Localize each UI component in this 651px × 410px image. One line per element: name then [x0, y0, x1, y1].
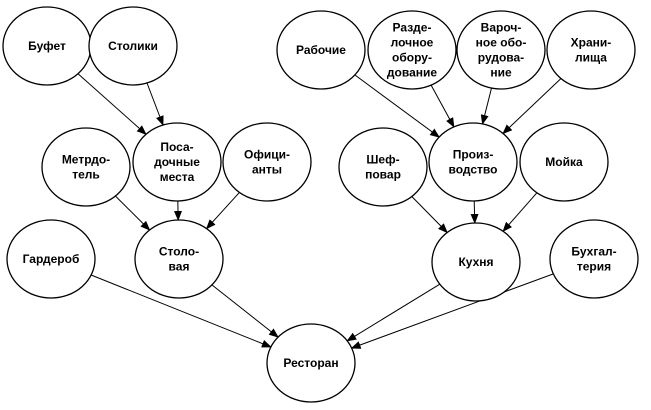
edge-oficianty-to-stolovaya: [205, 192, 240, 230]
node-label-posadochnye-2: места: [160, 170, 195, 184]
node-rabochie: Рабочие: [276, 10, 366, 90]
edge-kuhnya-to-restoran: [346, 283, 441, 342]
node-ellipse-varochnoe: [456, 10, 546, 90]
node-ellipse-moika: [519, 122, 609, 202]
node-label-buhgalteriya-1: терия: [577, 260, 611, 274]
node-kuhnya: Кухня: [431, 222, 521, 302]
edge-stolovaya-to-restoran: [211, 284, 279, 338]
edge-stoliki-to-posadochnye: [146, 82, 164, 126]
node-label-oficianty-1: анты: [252, 163, 282, 177]
node-varochnoe: Вароч-ное обо-рудова-ние: [456, 10, 546, 90]
edge-shefpovar-to-kuhnya: [411, 196, 448, 234]
node-label-proizvodstvo-0: Произ-: [453, 148, 494, 162]
node-ellipse-shefpovar: [338, 127, 428, 207]
node-label-hranilishcha-1: лища: [575, 51, 607, 65]
edge-garderob-to-restoran: [90, 274, 272, 348]
edges-layer: [77, 73, 562, 349]
node-ellipse-oficianty: [222, 122, 312, 202]
node-label-stolovaya-1: вая: [169, 260, 190, 274]
node-label-varochnoe-0: Вароч-: [481, 21, 522, 35]
node-bufet: Буфет: [2, 6, 92, 86]
node-shefpovar: Шеф-повар: [338, 127, 428, 207]
node-moika: Мойка: [519, 122, 609, 202]
node-label-garderob-0: Гардероб: [23, 252, 80, 266]
node-label-varochnoe-1: ное обо-: [476, 36, 527, 50]
node-ellipse-stolovaya: [134, 219, 224, 299]
node-label-hranilishcha-0: Храни-: [571, 36, 612, 50]
node-ellipse-rabochie: [276, 10, 366, 90]
node-stoliki: Столики: [88, 6, 178, 86]
node-ellipse-posadochnye: [132, 122, 222, 202]
node-label-bufet-0: Буфет: [28, 39, 66, 53]
node-label-metrdotel-0: Метрдо-: [62, 153, 110, 167]
node-garderob: Гардероб: [6, 219, 96, 299]
node-label-razdelochnoe-2: обору-: [392, 51, 432, 65]
edge-hranilishcha-to-proizvodstvo: [502, 78, 562, 135]
edge-razdelochnoe-to-proizvodstvo: [430, 84, 455, 128]
node-ellipse-metrdotel: [41, 127, 131, 207]
node-label-moika-0: Мойка: [545, 155, 583, 169]
node-label-razdelochnoe-3: дование: [387, 66, 437, 80]
node-label-restoran-0: Ресторан: [283, 356, 338, 370]
node-restoran: Ресторан: [266, 323, 356, 403]
node-ellipse-garderob: [6, 219, 96, 299]
node-ellipse-restoran: [266, 323, 356, 403]
node-label-posadochnye-0: Поса-: [160, 140, 193, 154]
node-buhgalteriya: Бухгал-терия: [549, 219, 639, 299]
node-ellipse-hranilishcha: [546, 10, 636, 90]
node-label-shefpovar-0: Шеф-: [366, 153, 399, 167]
node-hranilishcha: Храни-лища: [546, 10, 636, 90]
node-stolovaya: Столо-вая: [134, 219, 224, 299]
edge-bufet-to-posadochnye: [77, 73, 147, 135]
node-label-oficianty-0: Офици-: [244, 148, 290, 162]
node-label-proizvodstvo-1: водство: [449, 163, 498, 177]
node-ellipse-stoliki: [88, 6, 178, 86]
edge-metrdotel-to-stolovaya: [115, 195, 151, 231]
node-ellipse-razdelochnoe: [367, 10, 457, 90]
node-label-buhgalteriya-0: Бухгал-: [571, 245, 616, 259]
edge-moika-to-kuhnya: [502, 192, 538, 232]
node-label-razdelochnoe-0: Разде-: [393, 21, 432, 35]
node-ellipse-buhgalteriya: [549, 219, 639, 299]
node-proizvodstvo: Произ-водство: [428, 122, 518, 202]
node-label-varochnoe-3: ние: [490, 66, 512, 80]
node-label-stoliki-0: Столики: [108, 39, 158, 53]
node-label-razdelochnoe-1: лочное: [391, 36, 434, 50]
node-ellipse-proizvodstvo: [428, 122, 518, 202]
node-label-rabochie-0: Рабочие: [296, 43, 346, 57]
node-label-stolovaya-0: Столо-: [159, 245, 199, 259]
node-label-posadochnye-1: дочные: [154, 155, 200, 169]
nodes-layer: Буфет Столики Рабочие Разде-лочноеобору-дов…: [2, 6, 639, 403]
edge-proizvodstvo-to-kuhnya: [470, 200, 479, 224]
node-metrdotel: Метрдо-тель: [41, 127, 131, 207]
node-label-metrdotel-1: тель: [72, 168, 100, 182]
edge-buhgalteriya-to-restoran: [350, 273, 554, 349]
node-ellipse-kuhnya: [431, 222, 521, 302]
node-label-shefpovar-1: повар: [365, 168, 401, 182]
node-label-varochnoe-2: рудова-: [478, 51, 524, 65]
edge-rabochie-to-proizvodstvo: [354, 74, 441, 138]
edge-varochnoe-to-proizvodstvo: [480, 87, 492, 125]
node-oficianty: Офици-анты: [222, 122, 312, 202]
node-label-kuhnya-0: Кухня: [458, 255, 493, 269]
